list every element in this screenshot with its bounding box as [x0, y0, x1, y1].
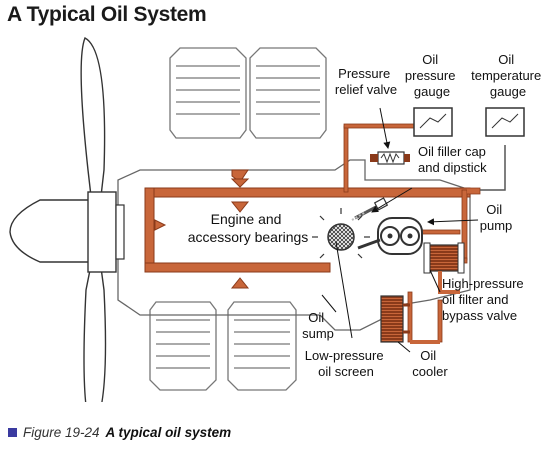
oil-temperature-gauge-label: Oil temperature gauge [471, 52, 545, 99]
pressure-relief-valve-label: Pressure relief valve [335, 66, 397, 97]
oil-pressure-gauge [413, 107, 453, 137]
oil-temperature-gauge [485, 107, 525, 137]
page-title: A Typical Oil System [7, 3, 207, 26]
engine-cylinders [149, 47, 327, 391]
oil-sump-label: Oil sump [302, 310, 334, 341]
high-pressure-filter-label: High-pressure oil filter and bypass valv… [442, 276, 527, 323]
oil-pump-label: Oil pump [480, 202, 513, 233]
flow-arrows [154, 169, 250, 289]
oil-filler-dipstick [351, 197, 389, 221]
pressure-relief-valve [370, 151, 410, 165]
oil-cooler-label: Oil cooler [412, 348, 448, 379]
low-pressure-screen-label: Low-pressure oil screen [305, 348, 387, 379]
low-pressure-screen [312, 208, 370, 259]
figure-caption: Figure 19-24 A typical oil system [8, 425, 231, 440]
engine-bearings-label: Engine and accessory bearings [188, 211, 309, 245]
propeller [9, 37, 125, 402]
leader-lines [321, 107, 479, 353]
oil-system-diagram: Engine and accessory bearings Pressure r… [9, 37, 545, 402]
oil-filler-cap-label: Oil filler cap and dipstick [418, 144, 490, 175]
oil-pressure-gauge-label: Oil pressure gauge [405, 52, 459, 99]
figure-title: A typical oil system [105, 425, 232, 440]
figure-number: Figure 19-24 [23, 425, 100, 440]
crankcase-outline [117, 159, 471, 331]
high-pressure-filter [423, 242, 465, 294]
caption-marker-icon [8, 428, 17, 437]
oil-cooler [380, 295, 440, 344]
oil-pump [357, 217, 423, 255]
